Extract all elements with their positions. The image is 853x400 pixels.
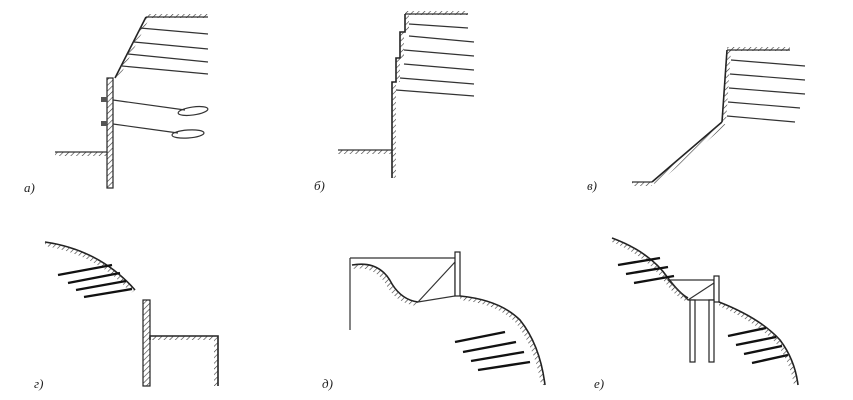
panel-d: д) — [322, 251, 546, 391]
panel-label-g: г) — [34, 376, 43, 391]
panel-v: в) — [587, 47, 806, 193]
panel-a: а) — [24, 14, 209, 195]
panel-label-v: в) — [587, 178, 597, 193]
panel-label-e: е) — [594, 376, 604, 391]
panel-label-b: б) — [314, 178, 325, 193]
panel-b: б) — [314, 11, 475, 193]
panel-e: е) — [594, 237, 799, 391]
panel-label-a: а) — [24, 180, 35, 195]
panel-g: г) — [34, 241, 219, 391]
panel-label-d: д) — [322, 376, 333, 391]
